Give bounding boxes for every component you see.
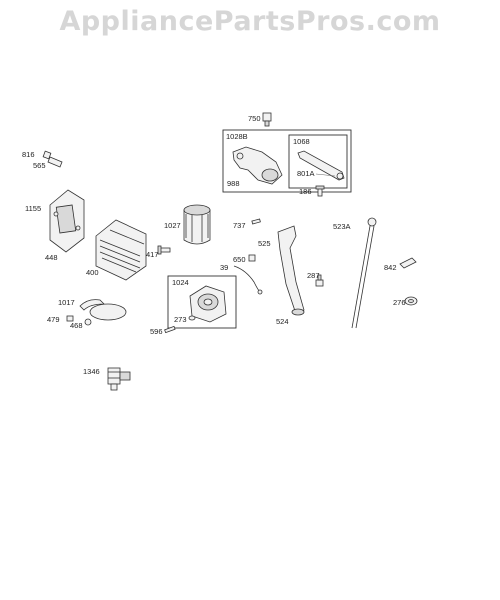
part-650-clip[interactable] (248, 254, 256, 262)
callout-273: 273 (174, 315, 187, 324)
callout-276: 276 (393, 298, 406, 307)
kit-box-1024 (167, 275, 237, 329)
part-525-dipstick-tube[interactable] (277, 225, 305, 316)
callout-448: 448 (45, 253, 58, 262)
callout-468: 468 (70, 321, 83, 330)
kit-box-1028B (222, 129, 352, 193)
part-750-plug[interactable] (262, 112, 272, 127)
callout-1068: 1068 (293, 137, 310, 146)
part-276-washer[interactable] (404, 296, 418, 306)
callout-737: 737 (233, 221, 246, 230)
callout-524: 524 (276, 317, 289, 326)
callout-1028B: 1028B (226, 132, 248, 141)
callout-988: 988 (227, 179, 240, 188)
part-801A-bracket[interactable] (297, 150, 345, 181)
part-400-oil-cooler[interactable] (95, 219, 147, 281)
part-1024-oil-pump[interactable] (189, 285, 227, 323)
callout-842: 842 (384, 263, 397, 272)
part-468[interactable] (84, 318, 92, 326)
part-1346-valve[interactable] (107, 367, 131, 391)
part-842[interactable] (399, 257, 417, 269)
callout-400: 400 (86, 268, 99, 277)
callout-39: 39 (220, 263, 228, 272)
part-1027-oil-filter[interactable] (183, 204, 211, 245)
part-479[interactable] (66, 315, 74, 322)
callout-1027: 1027 (164, 221, 181, 230)
callout-479: 479 (47, 315, 60, 324)
part-816-fitting[interactable] (42, 150, 52, 160)
part-273-o-ring[interactable] (188, 315, 196, 321)
callout-596: 596 (150, 327, 163, 336)
callout-1017: 1017 (58, 298, 75, 307)
part-988-filter-adapter[interactable] (232, 146, 283, 185)
watermark-logo: AppliancePartsPros.com (59, 6, 441, 37)
part-1017-filter-cover[interactable] (79, 299, 127, 321)
part-737-screw[interactable] (251, 218, 261, 225)
callout-523A: 523A (333, 222, 351, 231)
callout-816: 816 (22, 150, 35, 159)
callout-650: 650 (233, 255, 246, 264)
part-1155-bracket[interactable] (49, 189, 85, 253)
callout-417: 417 (146, 250, 159, 259)
callout-801A: 801A (297, 169, 315, 178)
callout-565: 565 (33, 161, 46, 170)
callout-287: 287 (307, 271, 320, 280)
callout-1346: 1346 (83, 367, 100, 376)
part-417-screw[interactable] (157, 245, 171, 255)
part-287-fitting[interactable] (315, 274, 324, 287)
callout-186: 186 (299, 187, 312, 196)
part-186-screw[interactable] (315, 185, 325, 197)
part-596-screw[interactable] (164, 325, 176, 334)
part-565-fitting[interactable] (47, 156, 63, 168)
callout-525: 525 (258, 239, 271, 248)
callout-1024: 1024 (172, 278, 189, 287)
callout-750: 750 (248, 114, 261, 123)
part-39-hose[interactable] (233, 265, 263, 295)
part-523A-dipstick[interactable] (351, 217, 377, 329)
callout-1155: 1155 (25, 204, 41, 213)
